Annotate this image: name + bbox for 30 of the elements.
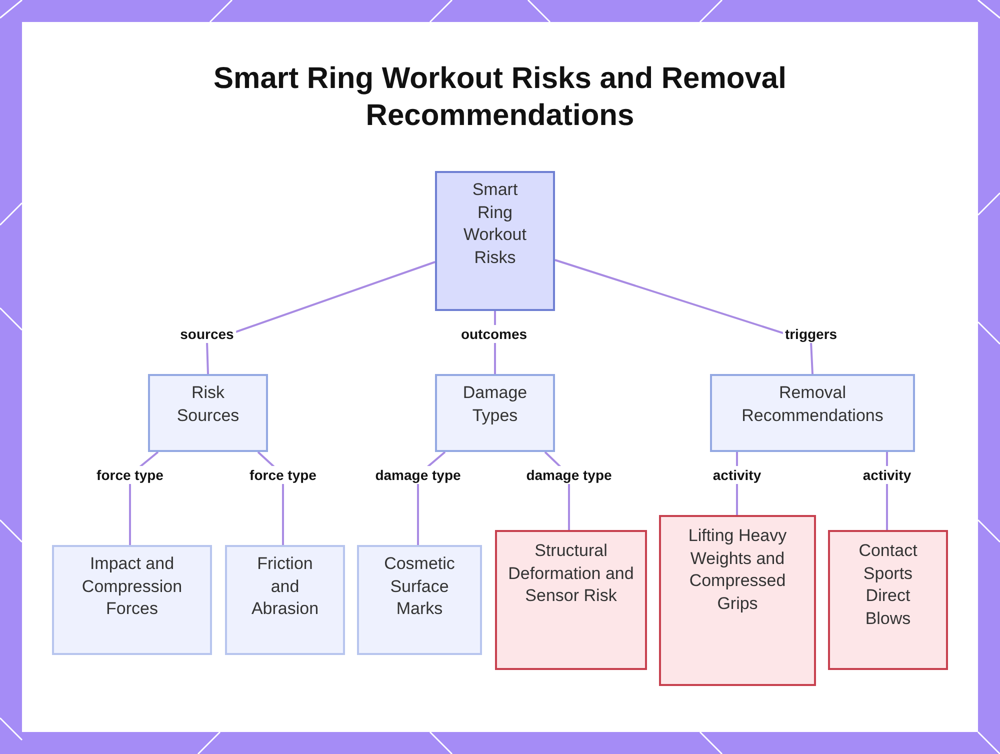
box-label: Impact and Compression Forces (80, 553, 184, 620)
edge-label: activity (710, 466, 764, 484)
category-box (148, 374, 268, 452)
box-label: Friction and Abrasion (250, 553, 320, 620)
diagram-title: Smart Ring Workout Risks and Removal Recommendations (212, 61, 788, 134)
edge-label: outcomes (458, 325, 530, 343)
edge-label: force type (94, 466, 166, 484)
box-label: Contact Sports Direct Blows (858, 540, 918, 630)
box-label: Structural Deformation and Sensor Risk (507, 540, 635, 607)
box-label: Damage Types (462, 382, 528, 426)
edge-label: damage type (373, 466, 463, 484)
category-box (710, 374, 915, 452)
warning-box (659, 515, 816, 686)
edge-label: activity (860, 466, 914, 484)
connector-line (554, 259, 814, 374)
warning-box (828, 530, 948, 670)
box-label: Lifting Heavy Weights and Compressed Grips (687, 525, 788, 614)
detail-box (52, 545, 212, 655)
warning-box (495, 530, 647, 670)
detail-box (357, 545, 482, 655)
box-label: Smart Ring Workout Risks (462, 179, 528, 268)
edge-label: damage type (524, 466, 614, 484)
category-box (435, 374, 555, 452)
box-label: Risk Sources (176, 382, 240, 426)
detail-box (225, 545, 345, 655)
root-box (435, 171, 555, 311)
box-label: Cosmetic Surface Marks (383, 553, 456, 620)
connector-line (206, 261, 436, 374)
box-label: Removal Recommendations (740, 382, 884, 426)
edge-label: force type (248, 466, 318, 484)
